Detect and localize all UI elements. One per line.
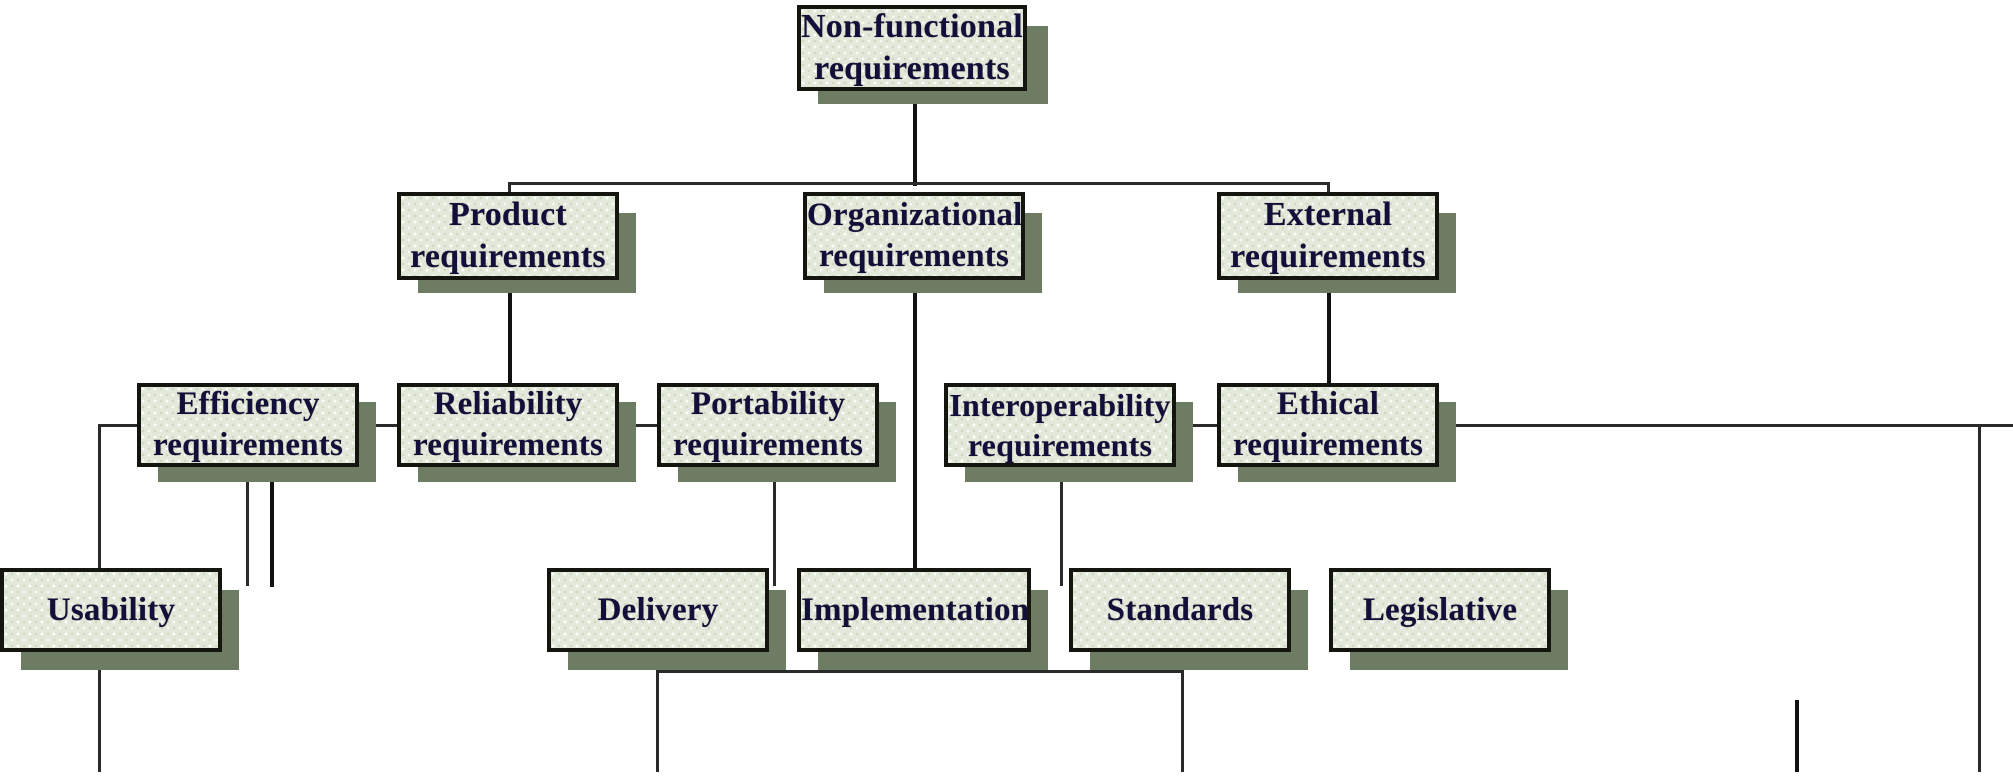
edge-org-to-standards [1181, 670, 1184, 772]
node-label-line1: Portability [690, 386, 846, 422]
node-label-line1: Delivery [597, 591, 719, 628]
node-portability-requirements[interactable]: Portability requirements [657, 383, 879, 467]
node-label-line2: requirements [413, 427, 603, 463]
edge-efficiency-stem [270, 467, 274, 587]
edge-root-stem [913, 88, 917, 186]
edge-external-to-interoperability [1060, 424, 1063, 586]
edge-external-bus [1060, 424, 2013, 427]
node-label-line1: Efficiency [176, 386, 320, 422]
node-label-line1: Organizational [807, 197, 1023, 233]
node-label-line1: Ethical [1276, 386, 1380, 422]
edge-legislative-stem [1795, 700, 1799, 772]
node-label-line2: requirements [153, 427, 343, 463]
node-label-line1: Non-functional [801, 8, 1023, 45]
node-implementation[interactable]: Implementation [797, 568, 1031, 652]
node-label-line1: Interoperability [949, 387, 1171, 423]
node-reliability-requirements[interactable]: Reliability requirements [397, 383, 619, 467]
node-legislative[interactable]: Legislative [1329, 568, 1551, 652]
node-label-line2: requirements [1233, 427, 1423, 463]
node-label-line2: requirements [1230, 238, 1426, 275]
edge-external-stem [1327, 278, 1331, 426]
edge-product-to-portability [773, 424, 776, 586]
node-label-line2: requirements [967, 427, 1153, 463]
node-usability[interactable]: Usability [0, 568, 222, 652]
node-label-line1: Standards [1106, 591, 1254, 628]
node-product-requirements[interactable]: Product requirements [397, 192, 619, 280]
edge-to-product [508, 182, 511, 196]
node-ethical-requirements[interactable]: Ethical requirements [1217, 383, 1439, 467]
edge-external-to-legislative [1978, 424, 1981, 772]
edge-level1-bus [508, 182, 1330, 185]
edge-product-to-efficiency [246, 424, 249, 586]
node-label-line1: Usability [46, 591, 176, 628]
edge-org-to-delivery [656, 670, 659, 772]
node-label-line1: Implementation [801, 591, 1030, 628]
node-delivery[interactable]: Delivery [547, 568, 769, 652]
node-label-line2: requirements [819, 238, 1009, 274]
node-interoperability-requirements[interactable]: Interoperability requirements [944, 383, 1176, 467]
node-efficiency-requirements[interactable]: Efficiency requirements [137, 383, 359, 467]
edge-product-stem [508, 278, 512, 426]
edge-to-external [1327, 182, 1330, 196]
node-label-line1: Legislative [1362, 591, 1518, 628]
node-label-line2: requirements [410, 238, 606, 275]
node-external-requirements[interactable]: External requirements [1217, 192, 1439, 280]
node-non-functional-requirements[interactable]: Non-functional requirements [797, 5, 1027, 91]
node-label-line2: requirements [673, 427, 863, 463]
node-organizational-requirements[interactable]: Organizational requirements [803, 192, 1025, 280]
edge-organizational-stem [913, 278, 917, 672]
node-label-line1: Reliability [433, 386, 583, 422]
node-label-line2: requirements [814, 50, 1010, 87]
node-label-line1: External [1263, 196, 1393, 233]
node-label-line1: Product [449, 196, 567, 233]
edge-organizational-bus [656, 670, 1184, 673]
node-standards[interactable]: Standards [1069, 568, 1291, 652]
